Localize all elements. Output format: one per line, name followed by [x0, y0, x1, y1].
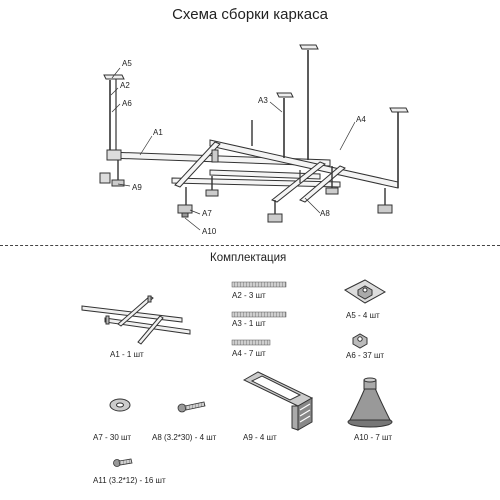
frame-bar-diagonal-2	[271, 161, 326, 203]
leg-foot-3	[267, 200, 283, 223]
leg-foot-1	[99, 160, 125, 187]
section-divider	[0, 245, 500, 246]
kit-title: Комплектация	[210, 252, 287, 264]
part-a5-illustration	[343, 279, 387, 304]
part-a3-rod	[231, 311, 287, 318]
part-a4-rod	[231, 339, 271, 346]
label-a1: A1	[153, 128, 163, 137]
caption-a10: A10 - 7 шт	[354, 433, 392, 442]
label-a9: A9	[132, 183, 142, 192]
label-a10: A10	[202, 227, 217, 236]
label-a6: A6	[122, 99, 132, 108]
page-title: Схема сборки каркаса	[172, 6, 328, 23]
frame-bar-middle-2	[209, 169, 321, 180]
frame-bar-middle-1	[171, 177, 341, 188]
label-a3: A3	[258, 96, 268, 105]
part-a7-illustration	[109, 398, 131, 412]
leg-foot-4	[205, 176, 219, 197]
label-a7: A7	[202, 209, 212, 218]
caption-a11: A11 (3.2*12) - 16 шт	[93, 476, 166, 485]
part-a10-illustration	[347, 377, 393, 428]
label-a2: A2	[120, 81, 130, 90]
label-a8: A8	[320, 209, 330, 218]
part-a8-illustration	[177, 401, 206, 413]
leg-foot-2	[177, 187, 193, 218]
label-a5: A5	[122, 59, 132, 68]
part-a11-illustration	[113, 458, 133, 467]
caption-a4: A4 - 7 шт	[232, 349, 266, 358]
part-a2-rod	[231, 281, 287, 288]
caption-a5: A5 - 4 шт	[346, 311, 380, 320]
frame-bar-diagonal-3	[299, 165, 346, 203]
part-a6-illustration	[352, 333, 368, 349]
caption-a3: A3 - 1 шт	[232, 319, 266, 328]
caption-a8: A8 (3.2*30) - 4 шт	[152, 433, 217, 442]
frame-bar-diagonal-1	[174, 141, 221, 188]
leg-foot-5	[325, 166, 339, 195]
leader-lines	[110, 67, 356, 231]
leg-foot-6	[377, 188, 393, 214]
caption-a6: A6 - 37 шт	[346, 351, 384, 360]
caption-a1: A1 - 1 шт	[110, 350, 144, 359]
label-a4: A4	[356, 115, 366, 124]
leg-right-tall	[389, 107, 409, 188]
leg-foot-7	[211, 149, 301, 183]
frame-assembly	[99, 44, 409, 231]
caption-a7: A7 - 30 шт	[93, 433, 131, 442]
caption-a9: A9 - 4 шт	[243, 433, 277, 442]
part-a9-illustration	[242, 371, 314, 431]
caption-a2: A2 - 3 шт	[232, 291, 266, 300]
part-a1-illustration	[81, 295, 191, 345]
leg-center-tall	[251, 44, 319, 160]
